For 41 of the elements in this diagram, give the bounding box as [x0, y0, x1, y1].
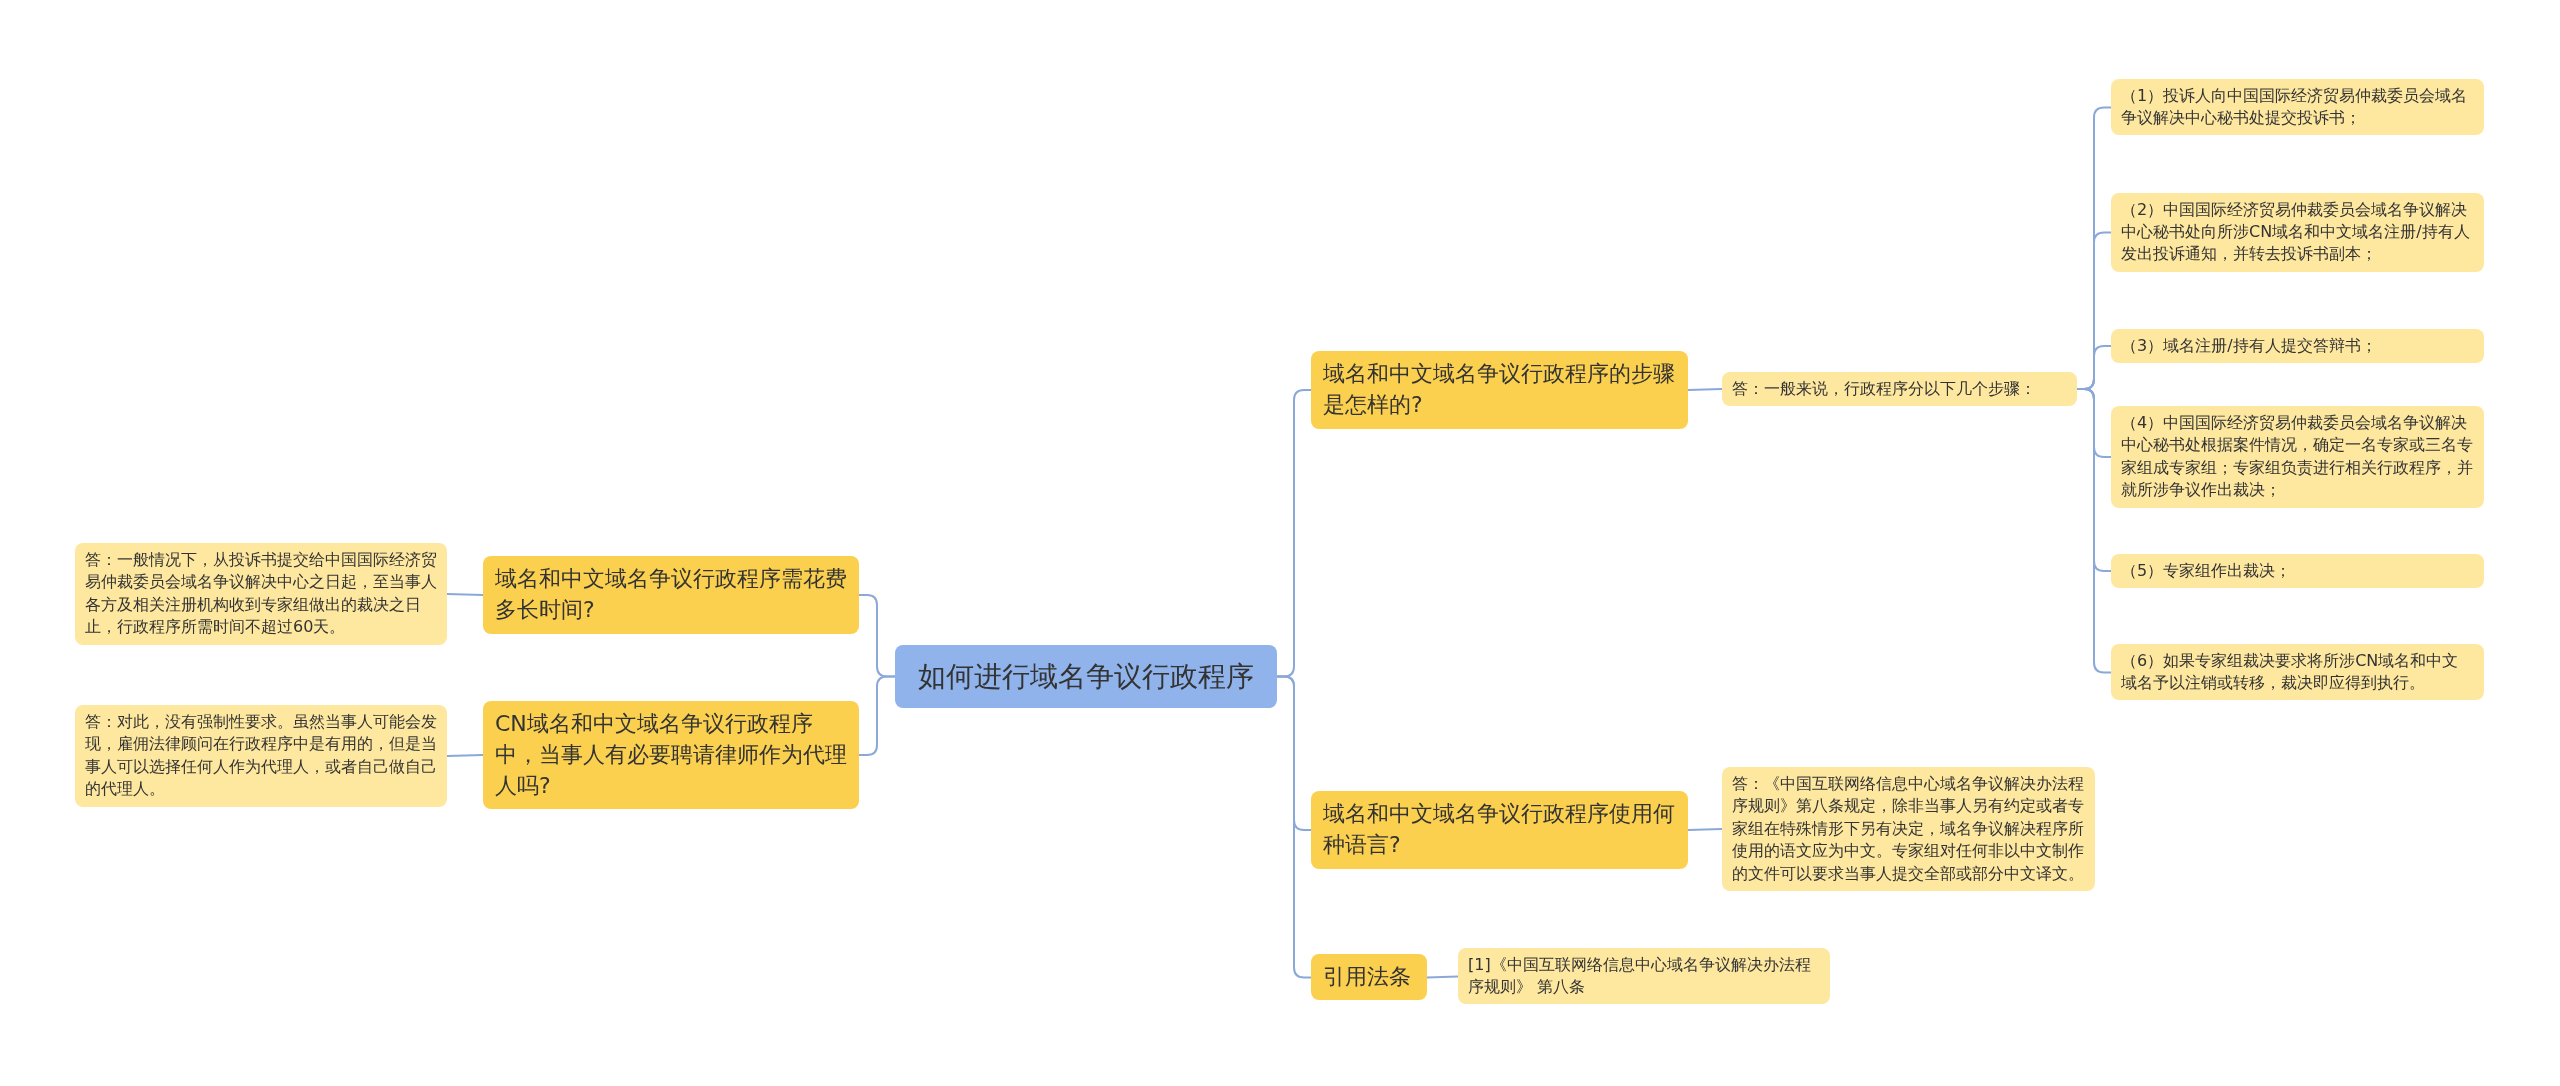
node-text: [1]《中国互联网络信息中心域名争议解决办法程序规则》 第八条 [1468, 953, 1812, 998]
topic-box [1311, 351, 1688, 429]
topic-box [1311, 953, 1427, 1001]
node-text: 引用法条 [1323, 962, 1411, 991]
connector-line [446, 754, 484, 757]
connector-line [1276, 675, 1312, 979]
node-text: 域名和中文域名争议行政程序使用何种语言? [1323, 800, 1676, 859]
note-box [75, 705, 447, 807]
node-text: 域名和中文域名争议行政程序的步骤是怎样的? [1323, 360, 1676, 419]
connector-line [1687, 388, 1723, 391]
node-text: 答：一般情况下，从投诉书提交给中国国际经济贸易仲裁委员会域名争议解决中心之日起，至当事人各方及相关注册机构收到专家组做出的裁决之日止，行政程序所需时间不超过60天。 [85, 549, 437, 639]
node-text: 答：对此，没有强制性要求。虽然当事人可能会发现，雇佣法律顾问在行政程序中是有用的，但是当事人可以选择任何人作为代理人，或者自己做自己的代理人。 [85, 711, 437, 801]
node-text: 如何进行域名争议行政程序 [918, 658, 1254, 695]
note-box [75, 543, 447, 645]
central-topic-box [895, 644, 1277, 708]
note-box [2111, 329, 2484, 364]
connector-line [858, 675, 896, 756]
topic-box [1311, 791, 1688, 869]
node-text: （2）中国国际经济贸易仲裁委员会域名争议解决中心秘书处向所涉CN域名和中文域名注册/持有人发出投诉通知，并转去投诉书副本； [2121, 198, 2471, 266]
node-text: CN域名和中文域名争议行政程序中，当事人有必要聘请律师作为代理人吗? [495, 710, 847, 800]
connector-line [446, 593, 484, 596]
connector-line [1687, 828, 1723, 831]
topic-box [483, 701, 859, 810]
note-box [2111, 406, 2484, 508]
node-text: （4）中国国际经济贸易仲裁委员会域名争议解决中心秘书处根据案件情况，确定一名专家或三名专家组成专家组；专家组负责进行相关行政程序，并就所涉争议作出裁决； [2121, 412, 2474, 502]
note-box [1722, 372, 2077, 407]
node-text: （3）域名注册/持有人提交答辩书； [2121, 335, 2377, 357]
node-text: （6）如果专家组裁决要求将所涉CN域名和中文域名予以注销或转移，裁决即应得到执行。 [2121, 649, 2460, 694]
node-text: （5）专家组作出裁决； [2121, 560, 2292, 582]
node-text: （1）投诉人向中国国际经济贸易仲裁委员会域名争议解决中心秘书处提交投诉书； [2121, 84, 2469, 129]
connector-line [1426, 975, 1459, 979]
note-box [2111, 78, 2484, 136]
topic-box [483, 556, 859, 634]
node-text: 答：一般来说，行政程序分以下几个步骤： [1732, 378, 2036, 400]
note-box [2111, 192, 2484, 272]
note-box [1458, 947, 1830, 1005]
node-text: 域名和中文域名争议行政程序需花费多长时间? [495, 565, 847, 624]
note-box [2111, 554, 2484, 589]
connector-line [2076, 388, 2112, 674]
note-box [2111, 643, 2484, 701]
node-text: 答：《中国互联网络信息中心域名争议解决办法程序规则》第八条规定，除非当事人另有约定或者专家组在特殊情形下另有决定，域名争议解决程序所使用的语文应为中文。专家组对任何非以中文制作的文件可以要求当事人提交全部或部分中文译文。 [1732, 773, 2085, 885]
